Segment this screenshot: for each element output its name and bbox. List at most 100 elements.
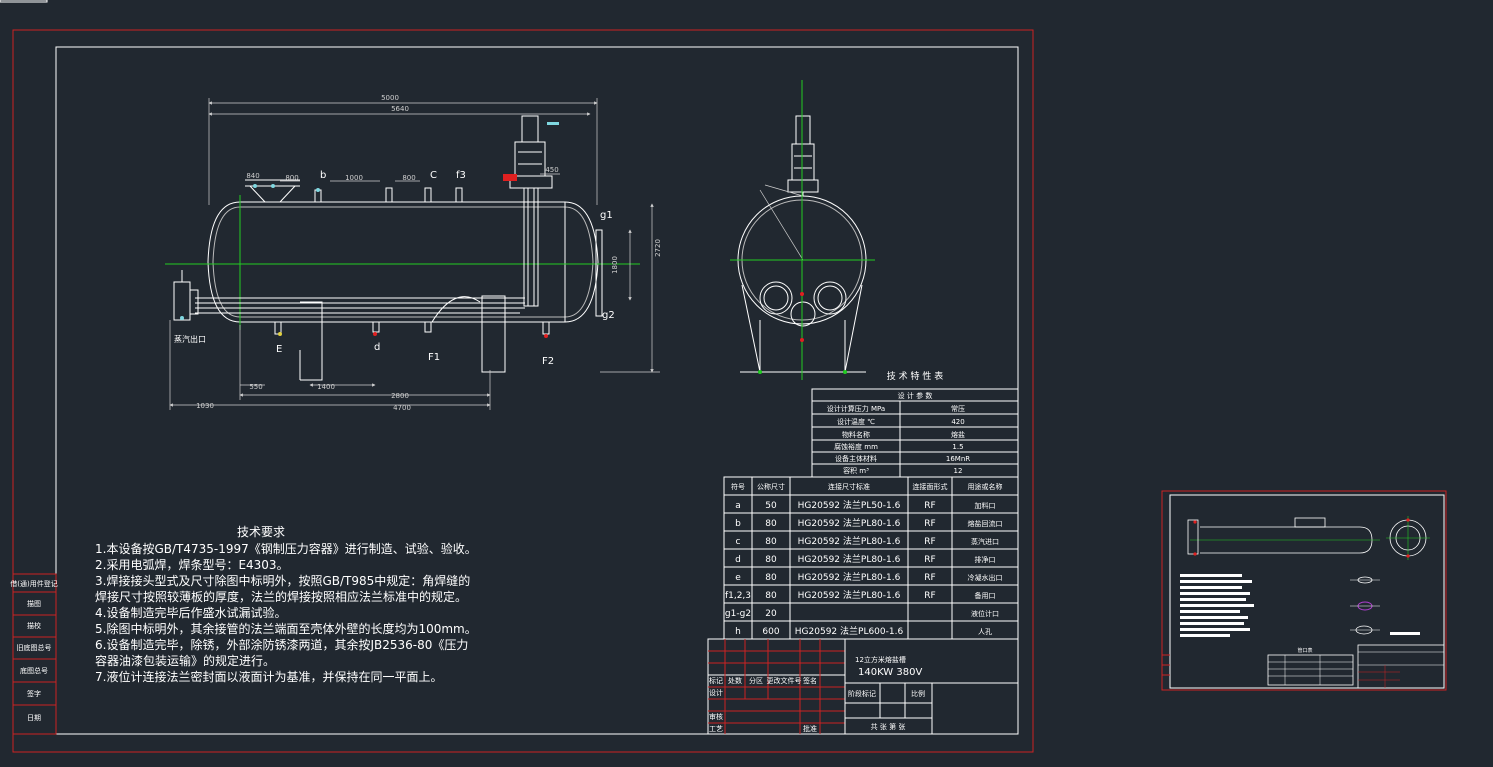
requirement-line-9: 7.液位计连接法兰密封面以液面计为基准，并保持在同一平面上。 bbox=[95, 670, 443, 684]
spec-row-0-value: 常压 bbox=[951, 404, 965, 413]
requirements-title: 技术要求 bbox=[237, 525, 286, 539]
nozzle-r7-c4: 人孔 bbox=[978, 628, 992, 636]
nozzle-r7-c1: 600 bbox=[762, 627, 779, 637]
nozzle-mark-2 bbox=[271, 184, 275, 188]
requirement-line-8: 容器油漆包装运输》的规定进行。 bbox=[95, 654, 276, 668]
dim-1000: 1000 bbox=[345, 174, 363, 182]
spec-row-5-name: 容积 m³ bbox=[843, 466, 869, 475]
nozzle-r5-c1: 80 bbox=[765, 591, 777, 601]
nozzle-r2-c1: 80 bbox=[765, 537, 777, 547]
nozzle-r6-c4: 液位计口 bbox=[971, 609, 999, 618]
nozzle-r4-c2: HG20592 法兰PL80-1.6 bbox=[798, 571, 901, 583]
requirement-line-3: 3.焊接接头型式及尺寸除图中标明外，按照GB/T985中规定：角焊缝的 bbox=[95, 574, 471, 588]
nozzle-r0-c0: a bbox=[735, 501, 741, 511]
side-label-1: 描图 bbox=[27, 599, 41, 608]
side-label-5: 签字 bbox=[27, 689, 41, 698]
requirement-line-4: 焊接尺寸按照较薄板的厚度，法兰的焊接按照相应法兰标准中的规定。 bbox=[95, 590, 468, 604]
nozzle-mark-4 bbox=[180, 316, 184, 320]
nozzle-r5-c4: 备用口 bbox=[975, 591, 996, 600]
tech-spec-table: 技 术 特 性 表 设 计 参 数 设计计算压力 MPa 常压 设计温度 ℃ 4… bbox=[811, 370, 1019, 478]
nozzle-mark-3 bbox=[316, 188, 320, 192]
spec-row-2-name: 物料名称 bbox=[842, 430, 870, 439]
tb-label-ratio: 比例 bbox=[911, 689, 925, 698]
dim-4700: 4700 bbox=[393, 404, 411, 412]
side-mark-1 bbox=[800, 292, 804, 296]
tb-label-approve: 批准 bbox=[803, 724, 817, 733]
nozzle-label-e: E bbox=[276, 344, 282, 355]
nozzle-r3-c3: RF bbox=[924, 555, 935, 565]
tb-label-stage: 阶段标记 bbox=[848, 689, 876, 698]
nozzle-head-1: 公称尺寸 bbox=[757, 482, 785, 491]
nozzle-r1-c1: 80 bbox=[765, 519, 777, 529]
spec-row-1-value: 420 bbox=[951, 418, 964, 426]
spec-row-4-name: 设备主体材料 bbox=[835, 454, 877, 463]
nozzle-mark-6 bbox=[373, 332, 377, 336]
motor-cyan-mark bbox=[547, 122, 559, 125]
nozzle-r0-c3: RF bbox=[924, 501, 935, 511]
spec-row-4-value: 16MnR bbox=[946, 455, 970, 463]
nozzle-r4-c3: RF bbox=[924, 573, 935, 583]
tb-label-zone: 分区 bbox=[749, 676, 763, 685]
nozzle-r7-c2: HG20592 法兰PL600-1.6 bbox=[795, 625, 904, 637]
tb-label-count: 处数 bbox=[728, 676, 742, 685]
nozzle-r0-c1: 50 bbox=[765, 501, 777, 511]
nozzle-r5-c0: f1,2,3 bbox=[725, 591, 751, 601]
nozzle-label-b: b bbox=[320, 170, 326, 181]
side-label-3: 旧底图总号 bbox=[17, 643, 52, 652]
nozzle-label-c: C bbox=[430, 170, 437, 181]
dim-800b: 800 bbox=[402, 174, 415, 182]
nozzle-r6-c1: 20 bbox=[765, 609, 777, 619]
nozzle-mark-7 bbox=[278, 332, 282, 336]
side-mark-2 bbox=[800, 338, 804, 342]
side-mark-3 bbox=[758, 370, 762, 374]
spec-row-1-name: 设计温度 ℃ bbox=[837, 417, 875, 426]
side-mark-4 bbox=[843, 370, 847, 374]
nozzle-label-f1: F1 bbox=[428, 352, 440, 363]
nozzle-r1-c3: RF bbox=[924, 519, 935, 529]
side-strip: 借(通)用件登记 描图 描校 旧底图总号 底图总号 签字 日期 bbox=[10, 573, 58, 735]
nozzle-r4-c4: 冷凝水出口 bbox=[968, 573, 1003, 582]
tb-label-sheet: 共 张 第 张 bbox=[871, 722, 906, 731]
side-label-2: 描校 bbox=[27, 621, 41, 630]
dim-1800: 1800 bbox=[611, 256, 619, 274]
nozzle-r4-c0: e bbox=[735, 573, 741, 583]
product-spec: 140KW 380V bbox=[858, 667, 922, 678]
tb-label-change: 更改文件号 bbox=[767, 676, 802, 685]
nozzle-r3-c1: 80 bbox=[765, 555, 777, 565]
tb-label-craft: 工艺 bbox=[709, 725, 723, 733]
spec-row-3-value: 1.5 bbox=[952, 443, 963, 451]
dim-840: 840 bbox=[246, 172, 259, 180]
dim-5640: 5640 bbox=[391, 105, 409, 113]
nozzle-label-g1: g1 bbox=[600, 210, 613, 221]
nozzle-mark-5 bbox=[544, 334, 548, 338]
thumbnail-label: 管口表 bbox=[1297, 647, 1312, 654]
sheet-outer-frame bbox=[12, 29, 1034, 753]
title-block: 12立方米熔盐槽 140KW 380V 标记 处数 分区 更改文件号 签名 设计… bbox=[707, 638, 1019, 735]
nozzle-r2-c2: HG20592 法兰PL80-1.6 bbox=[798, 535, 901, 547]
spec-row-2-value: 熔盐 bbox=[951, 430, 965, 439]
spec-row-3-name: 腐蚀裕度 mm bbox=[834, 442, 878, 451]
product-name: 12立方米熔盐槽 bbox=[855, 655, 906, 664]
requirement-line-2: 2.采用电弧焊，焊条型号：E4303。 bbox=[95, 558, 289, 572]
nozzle-label-f2: F2 bbox=[542, 356, 554, 367]
viewport-corner bbox=[0, 0, 48, 3]
nozzle-label-f3: f3 bbox=[456, 170, 466, 181]
side-label-4: 底图总号 bbox=[20, 666, 48, 675]
nozzle-head-2: 连接尺寸标准 bbox=[828, 482, 870, 491]
nozzle-r3-c4: 排净口 bbox=[975, 555, 996, 564]
tb-label-design: 设计 bbox=[709, 688, 723, 697]
nozzle-r5-c3: RF bbox=[924, 591, 935, 601]
dim-550: 550 bbox=[249, 383, 262, 391]
nozzle-r2-c4: 蒸汽进口 bbox=[971, 537, 999, 546]
spec-row-5-value: 12 bbox=[954, 467, 963, 475]
nozzle-r6-c0: g1-g2 bbox=[725, 609, 751, 619]
dim-5000: 5000 bbox=[381, 94, 399, 102]
tech-spec-title: 技 术 特 性 表 bbox=[887, 370, 943, 382]
dim-1030: 1030 bbox=[196, 402, 214, 410]
side-label-0: 借(通)用件登记 bbox=[10, 579, 57, 588]
requirement-line-7: 6.设备制造完毕，除锈，外部涂防锈漆两道，其余按JB2536-80《压力 bbox=[95, 638, 469, 652]
tb-label-sign: 签名 bbox=[803, 676, 817, 685]
nozzle-r7-c0: h bbox=[735, 627, 741, 637]
nozzle-r1-c2: HG20592 法兰PL80-1.6 bbox=[798, 517, 901, 529]
